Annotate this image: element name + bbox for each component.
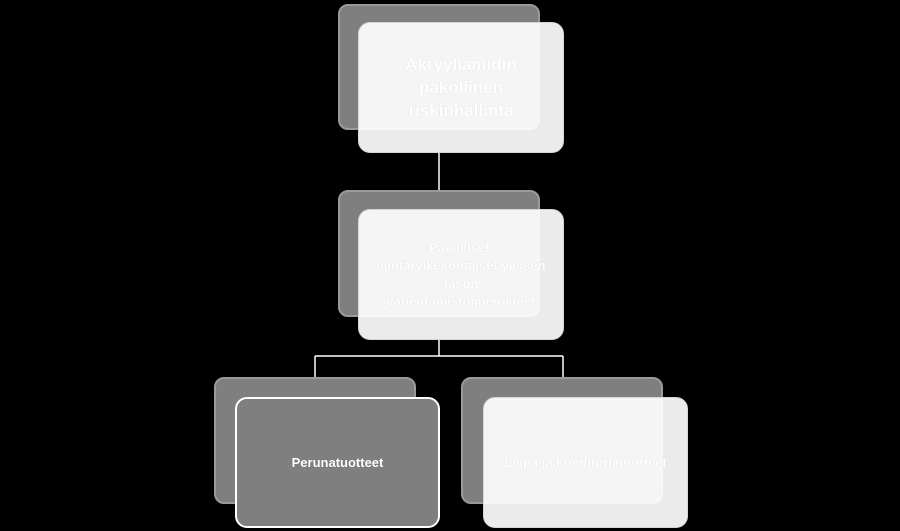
mid-node-label: Pakolliset, elintarvikekohtaiset yleisen…: [376, 239, 546, 309]
left-node: Perunatuotteet: [235, 397, 440, 528]
right-node-label: Leipä ja konditoriatuotteet: [504, 454, 667, 470]
root-node-label: Akryyliamidin pakollinen riskinhallinta: [405, 55, 517, 120]
mid-node: Pakolliset, elintarvikekohtaiset yleisen…: [358, 209, 564, 340]
right-node: Leipä ja konditoriatuotteet: [483, 397, 688, 528]
root-node: Akryyliamidin pakollinen riskinhallinta: [358, 22, 564, 153]
left-node-label: Perunatuotteet: [291, 454, 384, 470]
